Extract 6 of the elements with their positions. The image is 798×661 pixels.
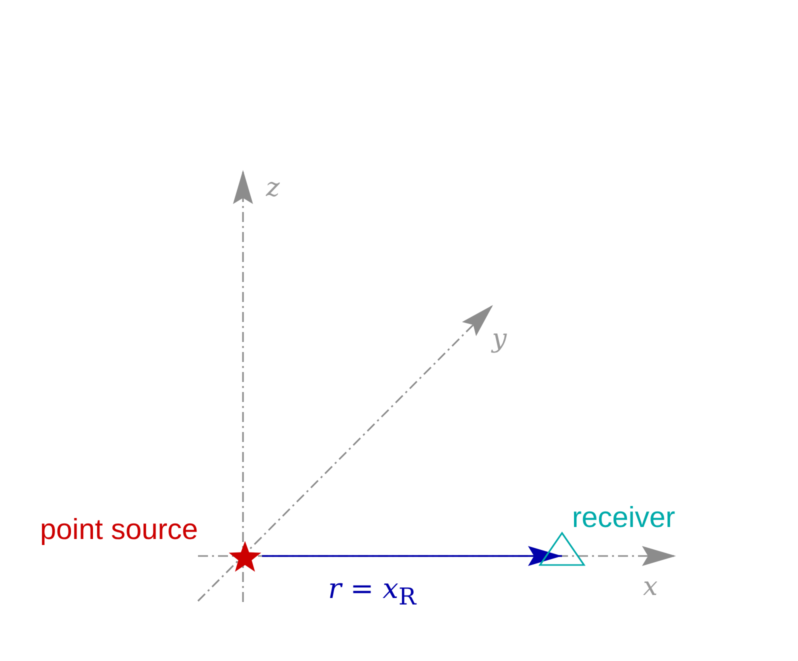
axis-label: z: [266, 175, 280, 201]
node-label: receiver: [572, 503, 676, 535]
axis-label: y: [492, 326, 507, 352]
node-label: point source: [40, 515, 198, 547]
arrow: [262, 546, 562, 566]
axis-label: x: [643, 574, 658, 600]
